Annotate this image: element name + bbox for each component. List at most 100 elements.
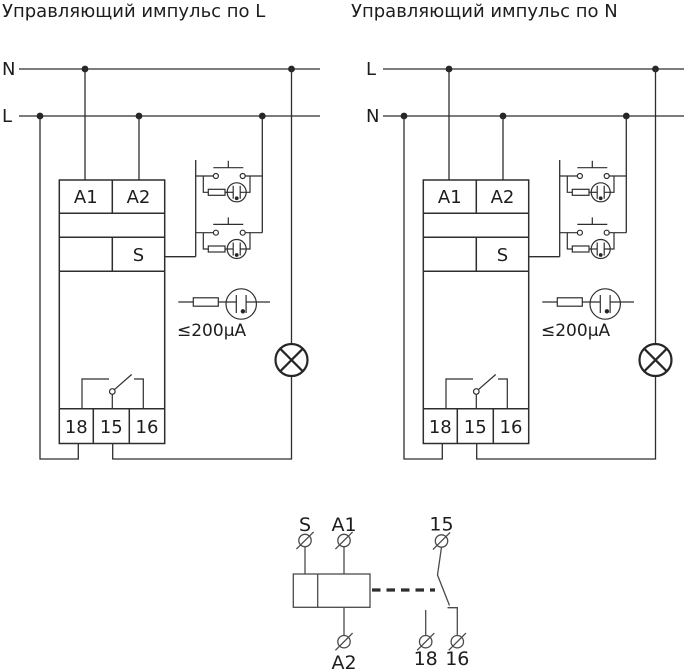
neon-electrodes [235, 295, 247, 313]
schematic-16-label: 16 [445, 648, 469, 670]
rail-bottom-label: N [366, 106, 379, 127]
neon-lamp-icon [589, 288, 621, 320]
terminal-15-label: 15 [464, 417, 487, 438]
impulse-diagram-right: L N A1 A2 S 18 15 16 [366, 59, 684, 460]
terminal-slash [295, 531, 315, 550]
terminal-slash [416, 632, 435, 651]
branch-wire [202, 232, 209, 250]
terminal18-return-wire [403, 116, 443, 460]
button-contact [212, 229, 219, 236]
button-contact [239, 229, 246, 236]
contact-16-lead [447, 607, 458, 636]
max-current-label: ≤200μA [541, 321, 611, 341]
neon-electrodes [599, 295, 611, 313]
contact-16-stub [134, 378, 144, 409]
terminal-s-label: S [133, 245, 144, 266]
neon-lamp-icon [225, 288, 257, 320]
internal-relay-schematic: S A1 15 A2 18 16 [292, 514, 469, 672]
load-lamp-icon [638, 342, 673, 378]
terminal18-return-wire [39, 116, 79, 460]
resistor-icon [556, 297, 583, 307]
contact-pivot [472, 388, 480, 395]
illuminated-button [559, 160, 627, 203]
terminal-slash [334, 632, 354, 651]
lamp-cross [643, 347, 668, 373]
leakage-current-annotation: ≤200μA [541, 288, 634, 341]
terminal-a1-label: A1 [438, 187, 462, 208]
schematic-15-label: 15 [429, 514, 453, 536]
branch-wire [604, 232, 615, 250]
terminal-18-label: 18 [65, 417, 88, 438]
max-current-label: ≤200μA [177, 321, 247, 341]
schematic-s-label: S [299, 514, 311, 536]
button-contact [212, 172, 219, 180]
terminal-slash [334, 531, 354, 550]
button-contact [576, 172, 583, 180]
button-contact [603, 172, 610, 180]
button-contact [603, 229, 610, 236]
lamp-circuit-wire [476, 69, 657, 460]
diagram-title-left: Управляющий импульс по L [2, 1, 265, 22]
device-cell-dividers [456, 180, 495, 444]
lamp-circle [274, 342, 309, 378]
illuminated-button [195, 217, 263, 260]
push-button-icon [577, 217, 608, 225]
contact-pivot [108, 388, 116, 395]
terminal-a2-label: A2 [491, 187, 515, 208]
terminal-15-label: 15 [100, 417, 123, 438]
resistor-icon [571, 245, 590, 253]
changeover-contact-icon [81, 374, 144, 409]
contact-18-stub [81, 378, 109, 409]
branch-wire [240, 176, 251, 193]
terminal-18-label: 18 [429, 417, 452, 438]
device-cell-dividers [92, 180, 131, 444]
branch-wire [604, 176, 615, 193]
diagram-title-right: Управляющий импульс по N [351, 1, 618, 22]
branch-wire [202, 176, 209, 193]
button-contact [576, 229, 583, 236]
terminal-s-label: S [497, 245, 508, 266]
resistor-icon [571, 188, 590, 196]
schematic-a1-label: A1 [331, 514, 356, 536]
contact-arm [114, 374, 133, 390]
contact-18-stub [445, 378, 473, 409]
schematic-18-label: 18 [414, 648, 438, 670]
load-lamp-icon [274, 342, 309, 378]
terminal-16-label: 16 [500, 417, 523, 438]
contact-arm [436, 547, 451, 606]
terminal-a1-label: A1 [74, 187, 98, 208]
branch-wire [566, 232, 573, 250]
impulse-diagram-left: N L A1 A2 S 18 15 16 [2, 59, 320, 460]
neon-dot [234, 253, 239, 257]
terminal-slash [432, 531, 451, 551]
neon-dot [234, 196, 239, 201]
resistor-icon [207, 245, 226, 253]
relay-coil-icon [292, 573, 371, 608]
rail-bottom-label: L [2, 106, 12, 127]
terminal-16-label: 16 [136, 417, 159, 438]
illuminated-button [195, 160, 263, 203]
neon-dot [604, 309, 610, 314]
changeover-contact-icon [445, 374, 508, 409]
branch-wire [240, 232, 251, 250]
contact-arm [478, 374, 497, 390]
neon-dot [240, 309, 246, 314]
lamp-cross [279, 347, 304, 373]
button-contact [239, 172, 246, 180]
illuminated-button [559, 217, 627, 260]
rail-top-label: N [2, 59, 15, 80]
push-button-icon [213, 217, 244, 225]
resistor-icon [207, 188, 226, 196]
lamp-circuit-wire [112, 69, 293, 460]
neon-dot [598, 253, 603, 257]
terminal-a2-label: A2 [127, 187, 151, 208]
resistor-icon [192, 297, 219, 307]
terminal-slash [448, 632, 467, 651]
leakage-current-annotation: ≤200μA [177, 288, 270, 341]
branch-wire [566, 176, 573, 193]
push-button-icon [577, 160, 608, 169]
schematic-a2-label: A2 [331, 652, 356, 672]
contact-16-stub [498, 378, 508, 409]
